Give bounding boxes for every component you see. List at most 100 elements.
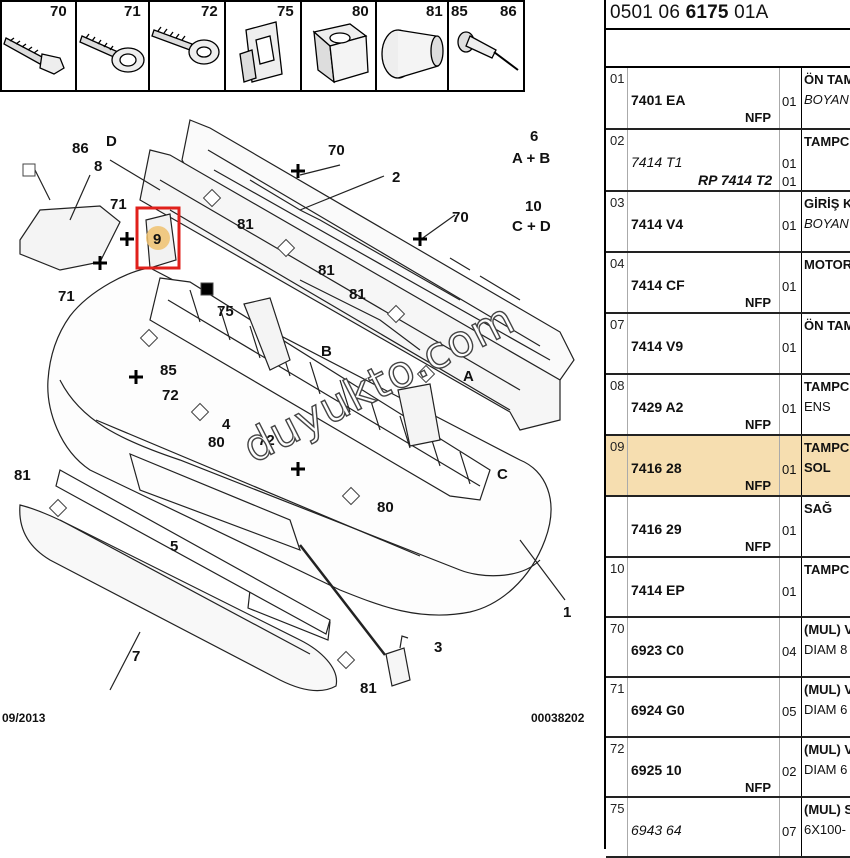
parts-header-bar [606, 28, 850, 68]
row-divider [779, 192, 780, 251]
quantity: 01 [782, 462, 797, 477]
part-number: 6943 64 [631, 822, 682, 838]
callout-10: 10 [525, 198, 542, 215]
part-description: SOL [804, 460, 831, 475]
part-number: 6923 C0 [631, 642, 684, 658]
part-number: 7416 28 [631, 460, 682, 476]
callout-81-e: 81 [360, 680, 377, 697]
row-divider [779, 618, 780, 676]
diagram-code: 00038202 [531, 711, 585, 725]
callout-9-marker [146, 226, 170, 250]
row-divider [801, 375, 802, 434]
part-description: 6X100- [804, 822, 846, 837]
part-description: DIAM 6 [804, 702, 848, 717]
fastener-number-70: 70 [50, 3, 67, 20]
row-divider [779, 798, 780, 856]
quantity: 01 [782, 401, 797, 416]
fastener-number-72: 72 [201, 3, 218, 20]
row-divider [779, 738, 780, 796]
quantity: 07 [782, 824, 797, 839]
part-description: TAMPC [804, 440, 850, 455]
callout-D: D [106, 133, 117, 150]
row-divider [779, 678, 780, 736]
row-index: 02 [610, 133, 625, 148]
quantity: 01 [782, 584, 797, 599]
clip-75-icon [239, 21, 283, 83]
callout-75: 75 [217, 303, 234, 320]
ref-suffix: 01A [734, 2, 769, 23]
ref-prefix: 0501 06 [610, 2, 681, 23]
row-divider [801, 558, 802, 616]
part-description: TAMPC [804, 134, 850, 149]
fastener-number-71: 71 [124, 3, 141, 20]
ref-bold: 6175 [685, 2, 729, 23]
row-divider [627, 738, 628, 796]
callout-6: 6 [530, 128, 539, 145]
callout-8: 8 [94, 158, 103, 175]
callout-3: 3 [434, 639, 443, 656]
callout-81-a: 81 [237, 216, 254, 233]
quantity: 01 [782, 156, 797, 171]
quantity: 02 [782, 764, 797, 779]
row-divider [779, 253, 780, 312]
row-divider [627, 618, 628, 676]
row-index: 10 [610, 561, 625, 576]
row-divider [627, 314, 628, 373]
row-index: 01 [610, 71, 625, 86]
highlight-box-9 [135, 206, 181, 270]
row-divider [779, 375, 780, 434]
replacement-part-number: RP 7414 T2 [698, 172, 773, 188]
callout-70-right: 70 [452, 209, 469, 226]
fastener-number-75: 75 [277, 3, 294, 20]
row-divider [627, 68, 628, 128]
row-index: 71 [610, 681, 625, 696]
part-description: ÖN TAM [804, 72, 850, 87]
part-description: BOYAN [804, 92, 849, 107]
part-description: SAĞ [804, 501, 833, 516]
row-divider [779, 558, 780, 616]
nfp-flag: NFP [745, 110, 771, 125]
callout-80-right: 80 [377, 499, 394, 516]
callout-71-lower: 71 [58, 288, 75, 305]
row-divider [779, 68, 780, 128]
row-divider [801, 678, 802, 736]
part-description: (MUL) V [804, 742, 850, 757]
parts-reference-title: 0501 06 6175 01A [610, 2, 769, 24]
row-divider [779, 314, 780, 373]
part-number: 7414 V4 [631, 216, 684, 232]
row-divider [801, 497, 802, 556]
row-index: 09 [610, 439, 625, 454]
row-divider [801, 618, 802, 676]
callout-80-left: 80 [208, 434, 225, 451]
row-divider [801, 130, 802, 190]
quantity: 01 [782, 523, 797, 538]
grommet-81-icon [381, 29, 444, 79]
part-number: 7401 EA [631, 92, 686, 108]
row-index: 04 [610, 256, 625, 271]
callout-a-plus-b: A + B [512, 150, 551, 167]
callout-81-d: 81 [14, 467, 31, 484]
part-number: 7414 V9 [631, 338, 684, 354]
fastener-number-86: 86 [500, 3, 517, 20]
fixing-crosses [93, 164, 427, 476]
callout-B: B [321, 343, 332, 360]
callout-7: 7 [132, 648, 141, 665]
cage-nut-80-icon [312, 23, 369, 84]
screw-70-icon [3, 37, 65, 75]
part-description: DIAM 8 [804, 642, 848, 657]
row-divider [779, 130, 780, 190]
row-divider [779, 497, 780, 556]
